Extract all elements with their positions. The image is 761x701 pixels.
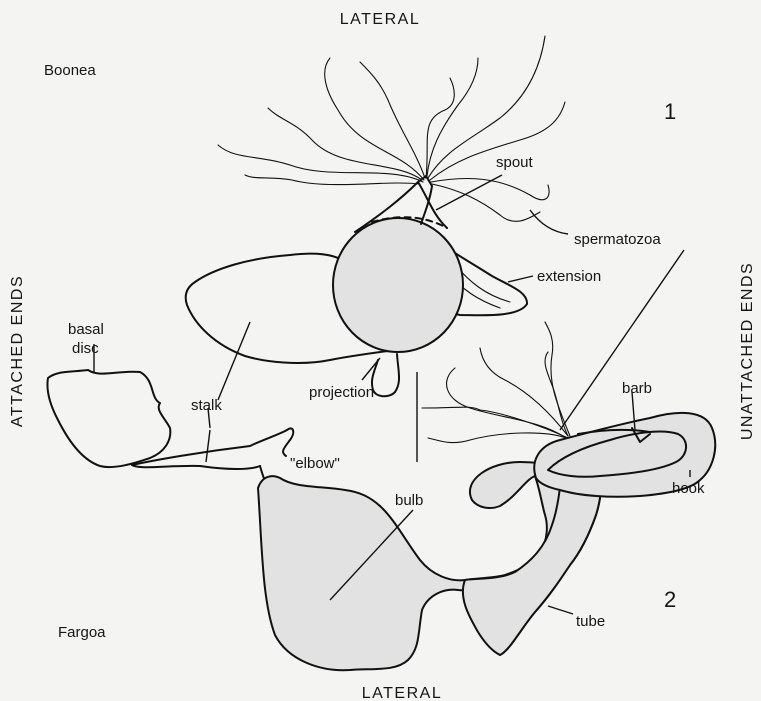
- left-label: ATTACHED ENDS: [9, 275, 26, 427]
- hook-label: hook: [672, 480, 705, 497]
- projection-outline: [372, 354, 399, 396]
- barb-label: barb: [622, 380, 652, 397]
- fargoa-spermatophore: [258, 413, 715, 670]
- figure-number-1: 1: [664, 99, 676, 124]
- boonea-spermatophore: [47, 176, 527, 487]
- bottom-label: LATERAL: [362, 685, 442, 701]
- spout-label: spout: [496, 154, 534, 171]
- spermatozoa-label: spermatozoa: [574, 231, 661, 248]
- basal-label: basal: [68, 321, 104, 338]
- spout-tip: [418, 176, 432, 224]
- bulb-label: bulb: [395, 492, 423, 509]
- spermatozoa-1: [218, 36, 565, 221]
- tube-label: tube: [576, 613, 605, 630]
- figure-number-2: 2: [664, 587, 676, 612]
- elbow-label: "elbow": [290, 455, 340, 472]
- stalk-label: stalk: [191, 397, 222, 414]
- bulb-1: [333, 218, 463, 352]
- genus-label-1: Boonea: [44, 62, 96, 79]
- spermatozoa-2: [422, 322, 570, 443]
- right-label: UNATTACHED ENDS: [739, 262, 756, 440]
- basal-disc-outline: [47, 370, 170, 467]
- projection-label: projection: [309, 384, 374, 401]
- top-label: LATERAL: [340, 11, 420, 28]
- disc-label: disc: [72, 340, 99, 357]
- extension-label: extension: [537, 268, 601, 285]
- genus-label-2: Fargoa: [58, 624, 106, 641]
